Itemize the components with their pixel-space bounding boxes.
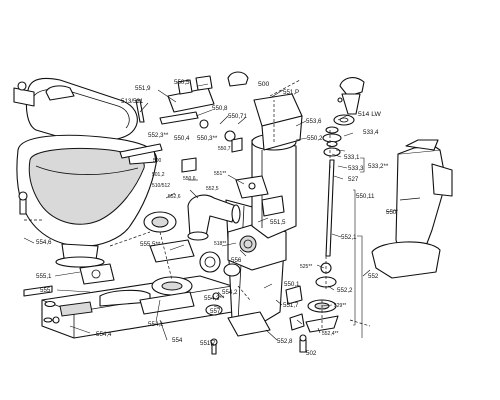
- callout-518: 518**: [214, 241, 226, 247]
- callout-552-1: 552,1: [341, 234, 357, 241]
- callout-554-2: 554,2: [222, 289, 238, 296]
- callout-551-p: 551,P: [283, 89, 299, 96]
- callout-labels: 551,9 513/521 550,5 550,8 550,71 552,3**…: [36, 79, 397, 357]
- gaskets: [79, 97, 343, 331]
- callout-551: 551**: [214, 171, 226, 177]
- assembled-pump: [371, 139, 453, 279]
- callout-550-1: 550,1: [284, 281, 300, 288]
- callout-533-3: 533,3: [348, 165, 364, 172]
- callout-552-3: 552,3**: [148, 132, 169, 139]
- fasteners: [18, 191, 307, 355]
- callout-550-6: 550,6: [183, 176, 196, 182]
- callout-527: 527: [348, 176, 359, 183]
- callout-533-1: 533,1: [344, 154, 360, 161]
- callout-525: 525**: [300, 264, 312, 270]
- callout-555: 555: [40, 287, 51, 294]
- callout-554-3: 554,3**: [204, 295, 225, 302]
- callout-510-512: 510/512: [152, 183, 170, 189]
- pump-handle: [333, 77, 365, 126]
- leader-lines: [23, 83, 399, 347]
- base-plate: [41, 275, 233, 339]
- callout-501-2: 501,2: [152, 172, 165, 178]
- callout-552-8: 552,8: [277, 338, 293, 345]
- callout-555-1: 555,1: [36, 273, 52, 280]
- callout-514-lw: 514 LW: [358, 111, 382, 118]
- callout-550-4: 550,4: [174, 135, 190, 142]
- callout-513-521: 513/521: [121, 98, 144, 105]
- callout-552-6: 552,6: [168, 194, 181, 200]
- flush-elbow: [187, 194, 241, 241]
- assembly-lines: [24, 79, 371, 330]
- callout-502: 502: [306, 350, 317, 357]
- callout-500-small: 500: [153, 158, 162, 164]
- callout-554-6: 554,6: [36, 239, 52, 246]
- callout-551-7a: 551,7: [283, 302, 299, 309]
- callout-551-7b: 551,7: [200, 340, 216, 347]
- callout-554-4: 554,4: [96, 331, 112, 338]
- hinge-fittings: [119, 71, 285, 217]
- callout-553-6: 553,6: [306, 118, 322, 125]
- pump-body: [225, 93, 303, 337]
- callout-557: 557: [210, 308, 221, 315]
- callout-500: 500: [258, 81, 270, 88]
- callout-brackets: [353, 157, 365, 338]
- callout-550-71: 550,71: [228, 113, 247, 120]
- callout-550-11: 550,11: [356, 193, 375, 200]
- callout-552-5: 552,5: [206, 186, 219, 192]
- callout-555-5: 555,5**: [140, 241, 161, 248]
- callout-551-9: 551,9: [135, 85, 151, 92]
- callout-554-1: 554,1: [148, 321, 164, 328]
- callout-552-2: 552,2: [337, 287, 353, 294]
- callout-550-5: 550,5: [174, 79, 190, 86]
- callout-551-5: 551,5: [270, 219, 286, 226]
- callout-552-4: 552,4**: [322, 331, 338, 337]
- callout-529: 529**: [334, 303, 346, 309]
- callout-550-7: 550,7: [218, 146, 231, 152]
- callout-554: 554: [172, 337, 183, 344]
- callout-556: 556: [231, 257, 242, 264]
- callout-533-4: 533,4: [363, 129, 379, 136]
- pump-rod-assembly: [305, 126, 342, 333]
- callout-550: 550: [386, 209, 397, 216]
- callout-552: 552: [368, 273, 379, 280]
- callout-552-3b: 550,3**: [197, 135, 218, 142]
- callout-550-8: 550,8: [212, 105, 228, 112]
- toilet-seat-lid: [13, 77, 138, 143]
- callout-533-2: 533,2**: [368, 163, 389, 170]
- callout-550-2: 550,2: [307, 135, 323, 142]
